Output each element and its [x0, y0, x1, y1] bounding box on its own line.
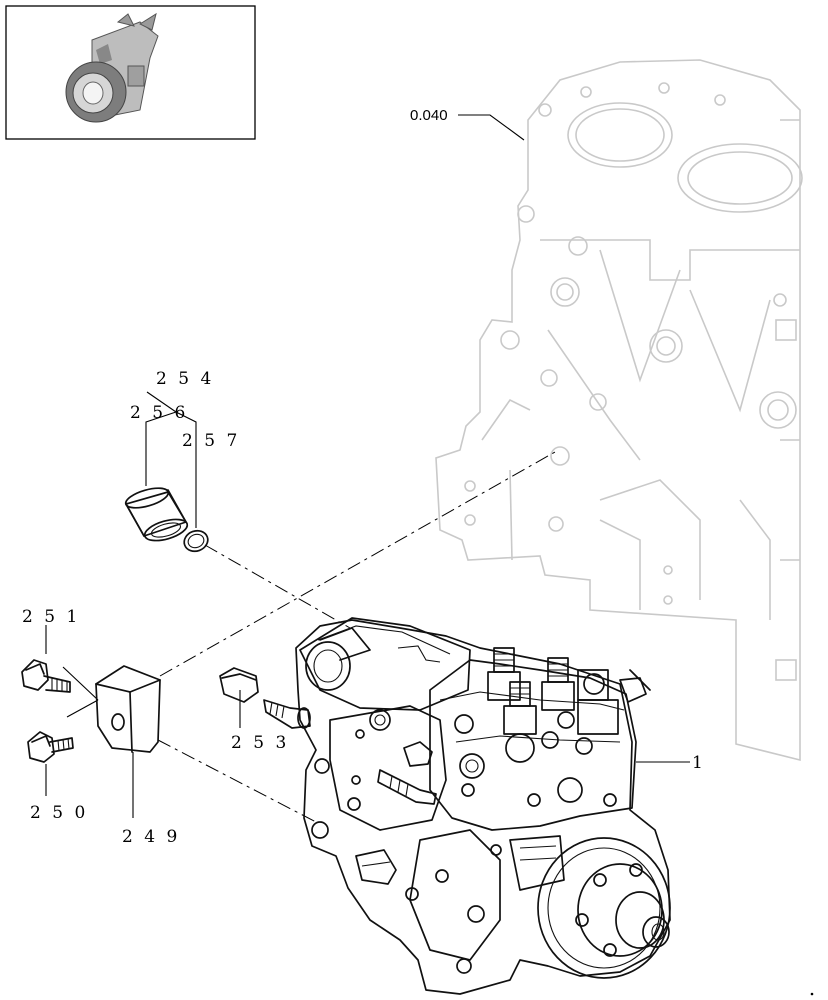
reference-callout[interactable]: 0.040	[410, 107, 525, 141]
engine-thumbnail-icon	[65, 12, 159, 123]
drive-flange	[537, 837, 671, 979]
injection-pump-assembly[interactable]	[295, 617, 671, 995]
corner-dot	[810, 992, 814, 996]
callout-256[interactable]: 2 5 6	[130, 403, 188, 423]
bolt-part-250[interactable]	[27, 731, 74, 763]
engine-thumbnail[interactable]	[5, 5, 256, 140]
callout-257[interactable]: 2 5 7	[182, 431, 240, 451]
callout-249[interactable]: 2 4 9	[122, 827, 180, 847]
callout-251[interactable]: 2 5 1	[22, 607, 80, 627]
callout-254[interactable]: 2 5 4	[156, 369, 214, 389]
callout-253[interactable]: 2 5 3	[231, 733, 289, 753]
callout-250[interactable]: 2 5 0	[30, 803, 88, 823]
bracket-part[interactable]	[95, 665, 161, 753]
o-ring-part[interactable]	[181, 527, 210, 554]
delivery-valve-holders	[487, 647, 651, 735]
callout-1[interactable]: 1	[692, 753, 706, 773]
engine-block-outline	[435, 59, 803, 762]
bolt-part-251[interactable]	[21, 659, 71, 693]
callout-labels: 2 5 4 2 5 6 2 5 7 2 5 1 2 5 0 2 4 9 2 5 …	[22, 369, 706, 847]
alignment-lines	[157, 451, 556, 823]
reference-label: 0.040	[410, 107, 448, 124]
sleeve-part[interactable]	[124, 484, 190, 544]
callout-leaders	[45, 391, 690, 818]
fitting-part[interactable]	[219, 667, 311, 729]
